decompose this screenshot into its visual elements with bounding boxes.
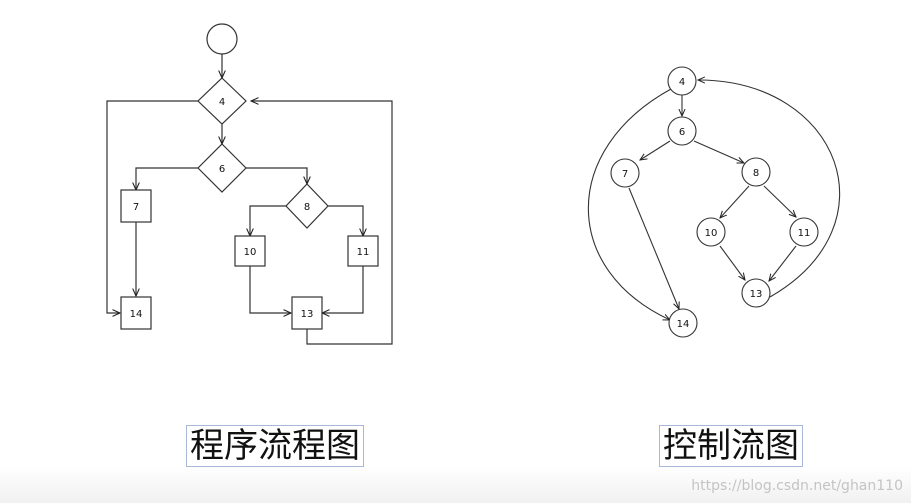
cfg-label-4: 4 [679,77,685,88]
watermark: https://blog.csdn.net/ghan110 [691,478,903,494]
cfg-label-10: 10 [705,228,718,239]
label-node-11: 11 [357,247,370,258]
edge-8-11 [328,205,363,236]
edge-6-7 [136,167,198,190]
cfg-edge-6-8 [693,140,744,163]
flowchart-caption: 程序流程图 [186,425,364,467]
cfg-edge-4-14 [587,88,672,320]
edge-6-8 [246,167,307,184]
cfg-node-4 [667,66,697,96]
cfg-node-7 [610,158,640,188]
cfg-edge-11-13 [769,245,797,281]
label-node-4: 4 [219,97,225,108]
cfg-label-11: 11 [798,228,811,239]
label-node-14: 14 [130,309,143,320]
process-node-14 [120,296,152,330]
label-node-10: 10 [244,247,257,258]
cfg-label-14: 14 [677,319,690,330]
cfg-node-8 [741,157,771,187]
flowchart-labels: 4 6 7 8 10 11 13 14 [130,97,370,320]
cfg-edge-6-7 [640,140,671,160]
cfg-edge-8-10 [720,185,750,218]
flowchart-edges [106,54,393,345]
process-node-10 [234,235,266,267]
process-node-7 [120,189,152,223]
label-node-6: 6 [219,164,225,175]
edge-4-14 [106,100,198,313]
cfg-caption: 控制流图 [659,425,803,467]
edge-11-13 [322,266,364,313]
cfg-edges [587,80,840,320]
cfg-node-14 [668,308,698,338]
cfg-node-6 [667,116,697,146]
program-flowchart [106,23,393,345]
decision-node-8 [285,183,329,229]
cfg-labels: 4 6 7 8 10 11 13 14 [622,77,811,330]
edge-10-13 [249,266,291,313]
edge-13-4 [251,101,393,345]
control-flow-graph [587,66,840,338]
cfg-label-8: 8 [753,168,759,179]
cfg-node-11 [789,217,819,247]
footer-bar [0,466,911,503]
cfg-edge-7-14 [628,187,679,309]
cfg-label-7: 7 [622,169,628,180]
cfg-node-10 [696,217,726,247]
decision-node-6 [197,143,247,193]
start-node [206,23,238,55]
edge-8-10 [250,205,286,236]
label-node-7: 7 [133,202,139,213]
process-node-11 [347,235,379,267]
cfg-edge-10-13 [719,245,745,280]
process-node-13 [291,296,323,330]
cfg-edge-13-4 [698,80,840,298]
label-node-8: 8 [304,202,310,213]
decision-node-4 [197,77,247,125]
cfg-label-13: 13 [750,289,763,300]
cfg-node-13 [741,278,771,308]
cfg-label-6: 6 [679,127,685,138]
label-node-13: 13 [301,309,314,320]
cfg-edge-8-11 [763,185,796,217]
